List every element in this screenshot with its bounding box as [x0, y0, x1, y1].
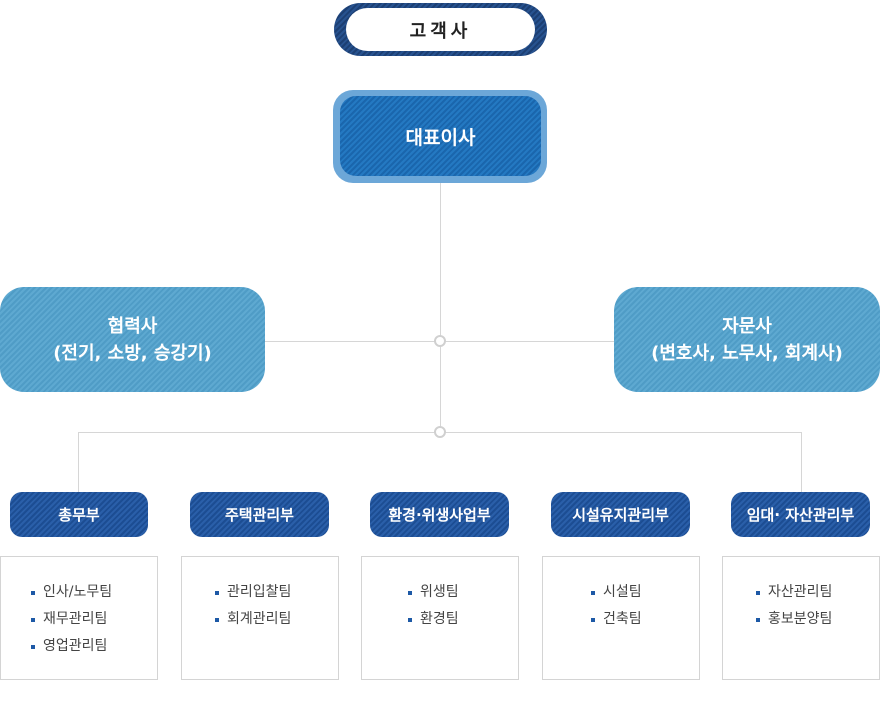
team-list: 관리입찰팀 회계관리팀	[215, 579, 291, 633]
team-item: 관리입찰팀	[215, 579, 291, 606]
advisor-subtitle: (변호사, 노무사, 회계사)	[651, 342, 843, 364]
team-item: 환경팀	[408, 606, 459, 633]
advisor-title: 자문사	[722, 315, 772, 337]
partner-title: 협력사	[107, 315, 158, 337]
team-item: 자산관리팀	[756, 579, 832, 606]
advisor-box: 자문사 (변호사, 노무사, 회계사)	[614, 287, 880, 392]
team-item: 시설팀	[591, 579, 642, 606]
team-list: 인사/노무팀 재무관리팀 영업관리팀	[31, 579, 112, 660]
team-box-lease-asset-management: 자산관리팀 홍보분양팀	[722, 556, 880, 680]
team-item: 홍보분양팀	[756, 606, 832, 633]
department-connector-left	[78, 432, 79, 492]
team-box-environment-hygiene: 위생팀 환경팀	[361, 556, 519, 680]
department-lease-asset-management: 임대· 자산관리부	[731, 492, 870, 537]
ceo-label: 대표이사	[405, 126, 476, 149]
department-housing-management: 주택관리부	[190, 492, 329, 537]
team-item: 건축팀	[591, 606, 642, 633]
client-label: 고객사	[409, 20, 472, 42]
department-label: 임대· 자산관리부	[746, 506, 855, 524]
team-box-housing-management: 관리입찰팀 회계관리팀	[181, 556, 339, 680]
department-environment-hygiene: 환경·위생사업부	[370, 492, 509, 537]
department-label: 총무부	[58, 506, 100, 524]
department-label: 환경·위생사업부	[388, 506, 491, 524]
department-general-affairs: 총무부	[10, 492, 148, 537]
team-item: 영업관리팀	[31, 633, 112, 660]
team-list: 자산관리팀 홍보분양팀	[756, 579, 832, 633]
team-list: 시설팀 건축팀	[591, 579, 642, 633]
side-junction-node	[434, 335, 446, 347]
team-box-general-affairs: 인사/노무팀 재무관리팀 영업관리팀	[0, 556, 158, 680]
team-item: 위생팀	[408, 579, 459, 606]
partner-box: 협력사 (전기, 소방, 승강기)	[0, 287, 265, 392]
team-box-facility-maintenance: 시설팀 건축팀	[542, 556, 700, 680]
department-label: 시설유지관리부	[572, 506, 669, 524]
team-item: 회계관리팀	[215, 606, 291, 633]
department-junction-node	[434, 426, 446, 438]
client-box: 고객사	[346, 8, 535, 51]
ceo-box: 대표이사	[340, 96, 541, 176]
team-item: 인사/노무팀	[31, 579, 112, 606]
partner-subtitle: (전기, 소방, 승강기)	[53, 342, 212, 364]
team-list: 위생팀 환경팀	[408, 579, 459, 633]
department-facility-maintenance: 시설유지관리부	[551, 492, 690, 537]
team-item: 재무관리팀	[31, 606, 112, 633]
department-connector-right	[801, 432, 802, 492]
ceo-vertical-connector	[440, 183, 441, 433]
department-label: 주택관리부	[224, 506, 294, 524]
